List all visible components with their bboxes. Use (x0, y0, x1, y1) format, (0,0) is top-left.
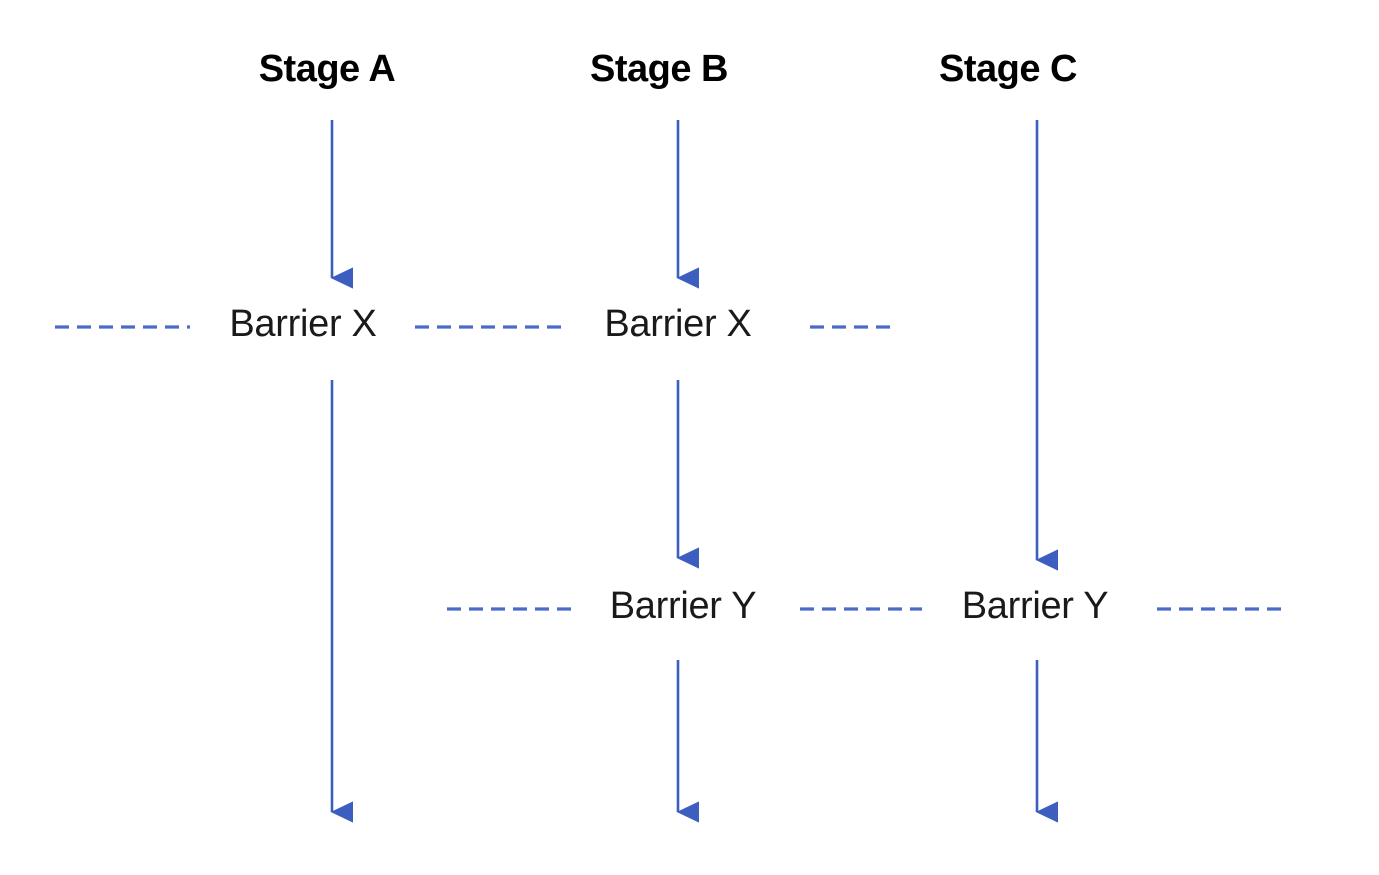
arrow-layer (330, 120, 1059, 823)
dashed-link-layer (55, 325, 1287, 611)
barrier-label-x-stage-b: Barrier X (604, 303, 752, 345)
barrier-label-x-stage-a: Barrier X (229, 303, 377, 345)
stage-header-stage-a: Stage A (258, 48, 396, 90)
stage-header-stage-c: Stage C (939, 48, 1077, 90)
barrier-label-y-stage-b: Barrier Y (609, 585, 757, 627)
barrier-label-y-stage-c: Barrier Y (961, 585, 1109, 627)
stage-header-stage-b: Stage B (590, 48, 728, 90)
